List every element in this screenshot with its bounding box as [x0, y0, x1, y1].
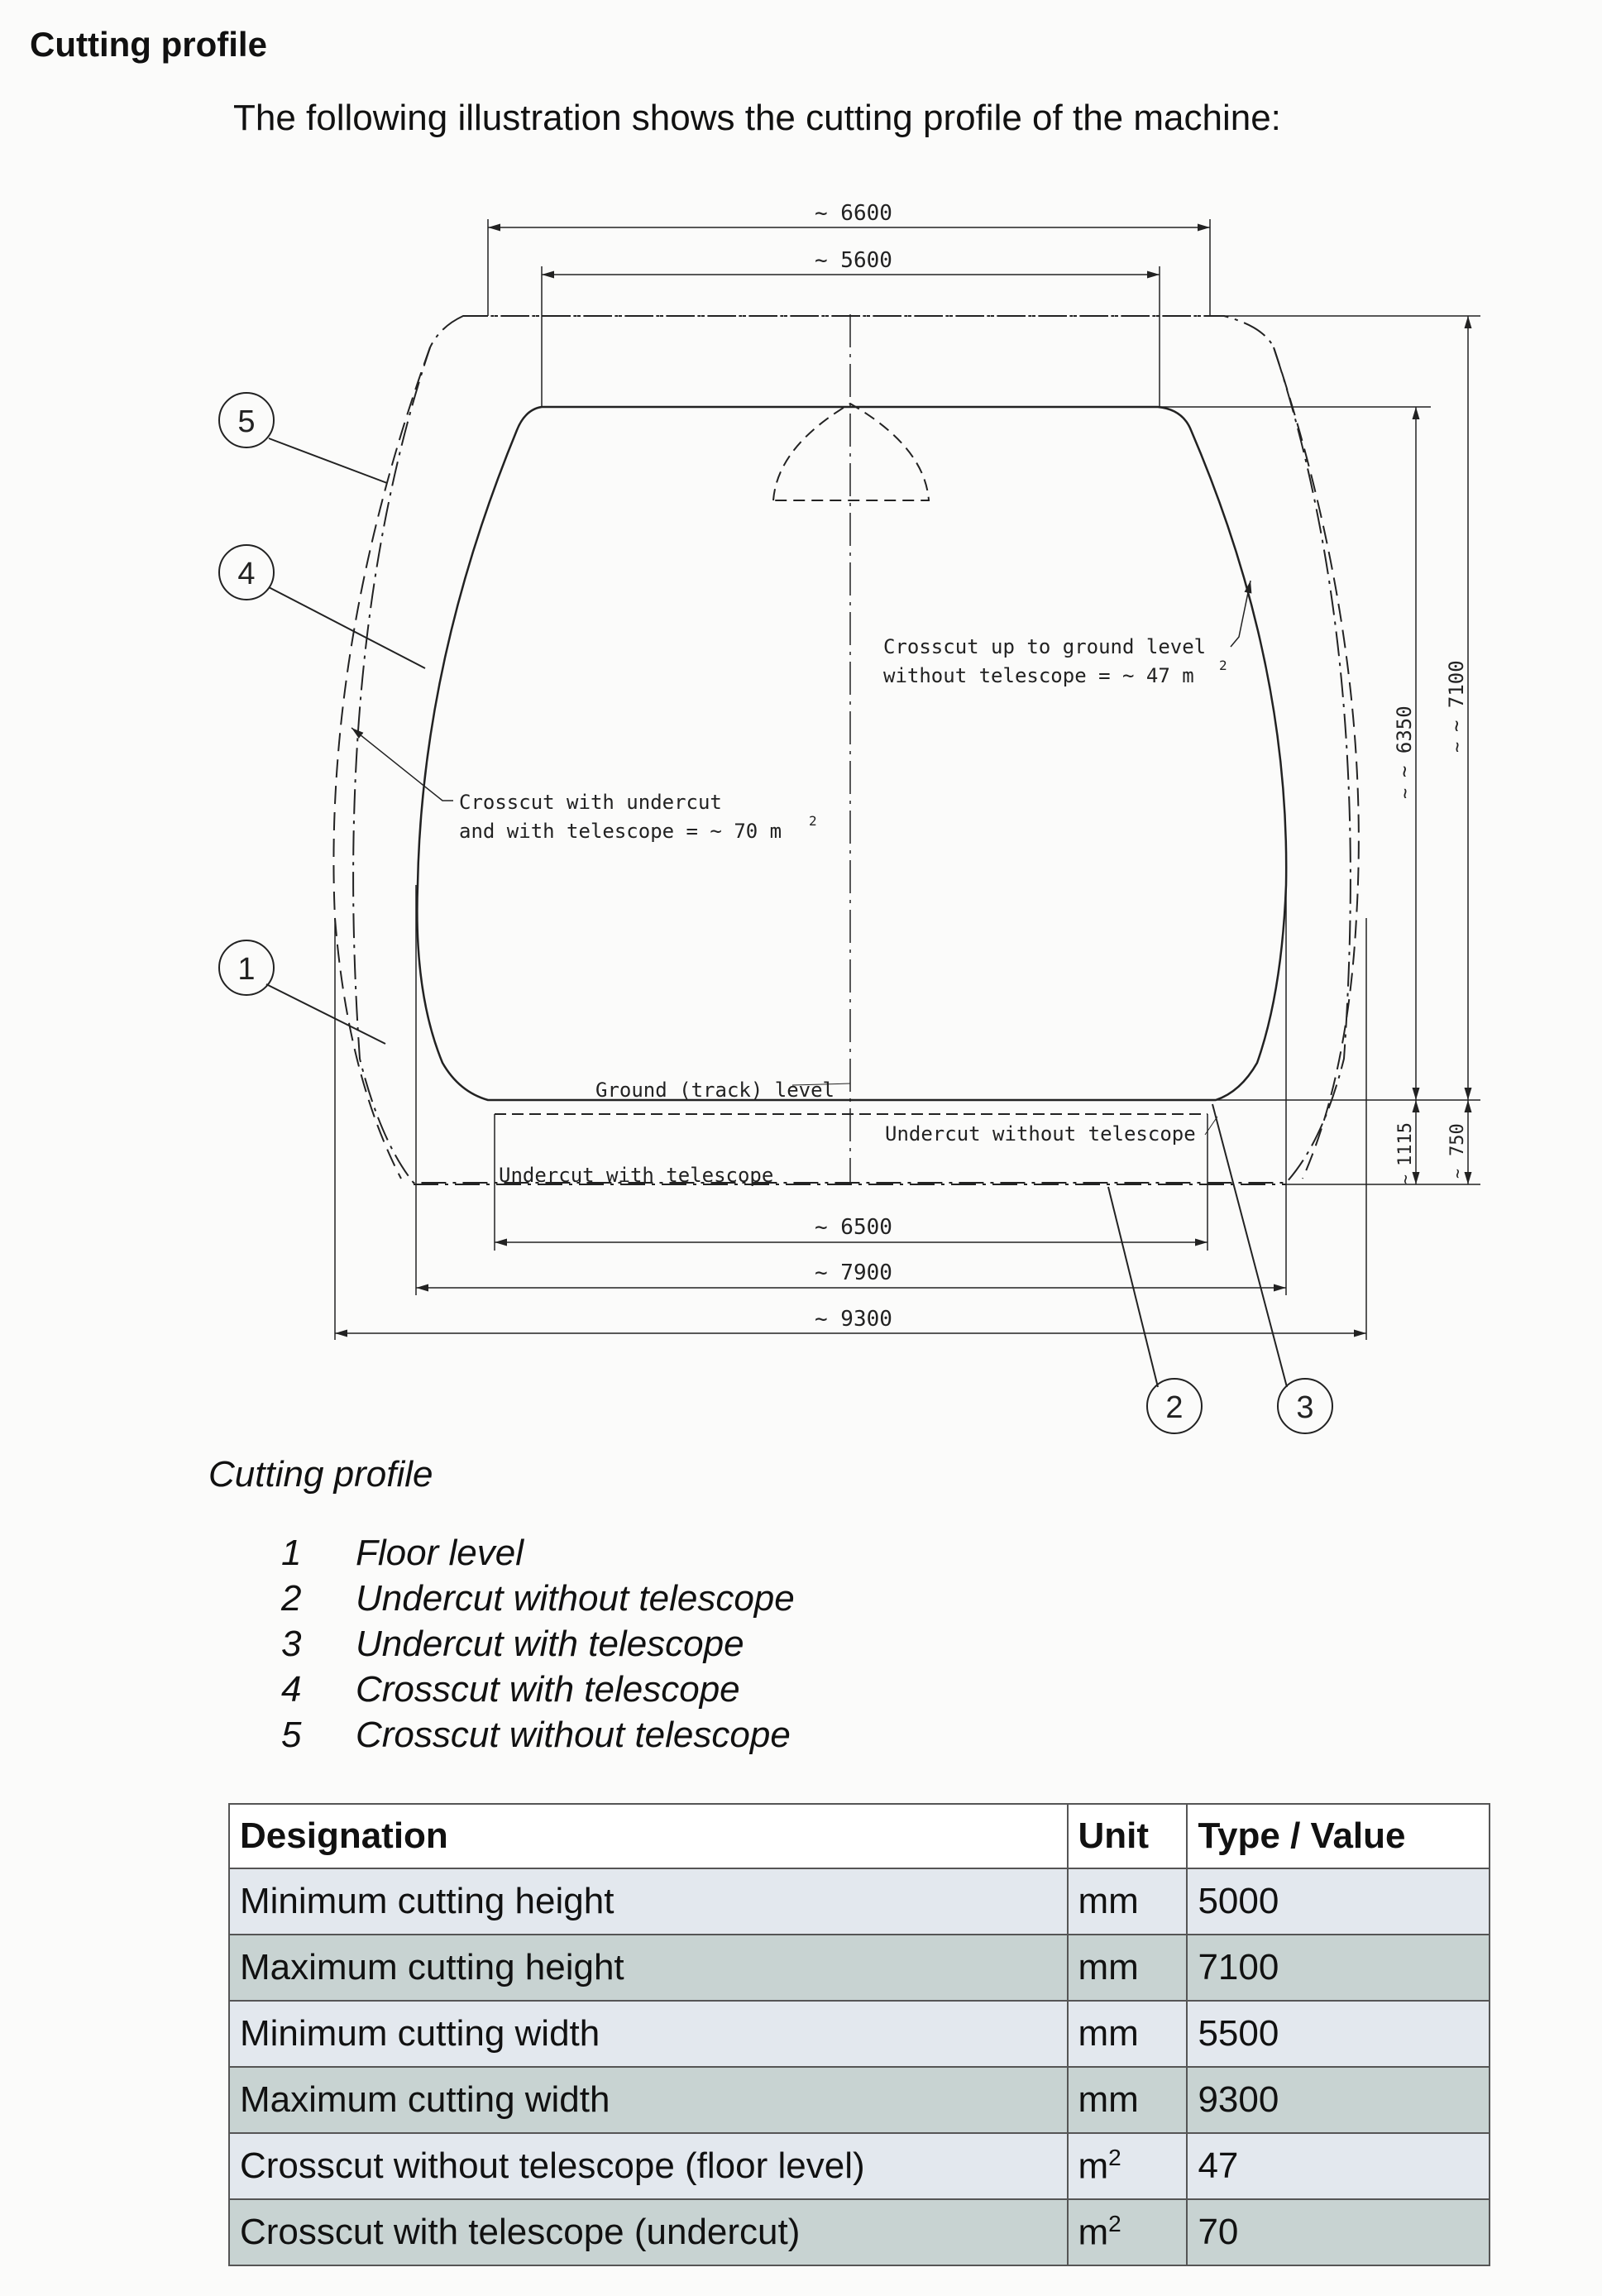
dim-5600: ~ 5600	[815, 248, 892, 273]
cell-unit: m2	[1066, 2198, 1188, 2266]
dim-750-tilde: ~	[1447, 1169, 1467, 1179]
cell-unit: mm	[1066, 1934, 1188, 2002]
dim-7100: ~ 7100	[1445, 660, 1468, 732]
legend-text: Crosscut without telescope	[356, 1715, 791, 1755]
callout-5: 5	[237, 404, 255, 439]
callout-circle-5	[218, 392, 275, 448]
legend-number: 1	[281, 1533, 302, 1573]
dim-750: 750	[1447, 1123, 1468, 1156]
cell-unit: mm	[1066, 1868, 1188, 1935]
callout-circle-3	[1277, 1378, 1333, 1434]
label-crosscut-undercut-line2: and with telescope = ~ 70 m	[459, 820, 782, 843]
unit-superscript: 2	[1108, 2211, 1121, 2237]
table-row: Maximum cutting height mm 7100	[228, 1934, 1490, 2002]
cell-value: 9300	[1186, 2066, 1490, 2134]
section-heading: Cutting profile	[30, 25, 267, 64]
profile-crosscut-without-telescope	[352, 315, 1351, 1184]
legend-number: 3	[281, 1624, 302, 1664]
header-unit: Unit	[1066, 1803, 1188, 1869]
label-crosscut-ground-line1: Crosscut up to ground level	[883, 635, 1206, 658]
table-row: Maximum cutting width mm 9300	[228, 2066, 1490, 2134]
legend-text: Crosscut with telescope	[356, 1669, 740, 1710]
table-header-row: Designation Unit Type / Value	[228, 1803, 1490, 1869]
cell-value: 70	[1186, 2198, 1490, 2266]
unit-base: m	[1078, 2212, 1109, 2253]
legend-item: 5 Crosscut without telescope	[273, 1715, 795, 1760]
callout-circle-4	[218, 544, 275, 600]
header-designation: Designation	[228, 1803, 1069, 1869]
callout-4: 4	[237, 557, 255, 591]
cell-unit: mm	[1066, 2066, 1188, 2134]
legend-item: 1 Floor level	[273, 1533, 795, 1578]
table-row: Minimum cutting width mm 5500	[228, 2000, 1490, 2068]
callout-3: 3	[1296, 1390, 1313, 1425]
dim-7900: ~ 7900	[815, 1260, 892, 1285]
callout-2: 2	[1165, 1390, 1183, 1425]
legend-number: 4	[281, 1669, 302, 1710]
dim-9300: ~ 9300	[815, 1307, 892, 1332]
table-row: Minimum cutting height mm 5000	[228, 1868, 1490, 1935]
label-undercut-without-telescope: Undercut without telescope	[885, 1122, 1196, 1146]
legend-item: 4 Crosscut with telescope	[273, 1669, 795, 1715]
cell-designation: Maximum cutting width	[228, 2066, 1069, 2134]
label-crosscut-undercut-sup: 2	[809, 813, 817, 829]
profile-crosscut-with-telescope	[416, 405, 1288, 1102]
dim-1115-tilde: ~	[1395, 1174, 1415, 1184]
label-ground-track-level: Ground (track) level	[595, 1079, 834, 1102]
dim-6350-tilde: ~	[1395, 788, 1416, 799]
legend-text: Undercut without telescope	[356, 1578, 795, 1619]
legend-item: 3 Undercut with telescope	[273, 1624, 795, 1669]
cell-designation: Minimum cutting height	[228, 1868, 1069, 1935]
cell-value: 5500	[1186, 2000, 1490, 2068]
label-crosscut-ground-line2: without telescope = ~ 47 m	[883, 664, 1194, 687]
legend-text: Undercut with telescope	[356, 1624, 744, 1664]
profile-top-dome	[772, 402, 930, 501]
callout-circle-1	[218, 940, 275, 996]
specification-table: Designation Unit Type / Value Minimum cu…	[228, 1803, 1490, 2266]
callout-1: 1	[237, 952, 255, 987]
cutting-profile-drawing: ~ 6600 ~ 5600 ~ 6500 ~ 7900 ~ 9300 ~ 635…	[218, 201, 1480, 1434]
legend-item: 2 Undercut without telescope	[273, 1578, 795, 1624]
cell-designation: Crosscut with telescope (undercut)	[228, 2198, 1069, 2266]
unit-base: m	[1078, 2145, 1109, 2187]
label-crosscut-undercut-line1: Crosscut with undercut	[459, 791, 722, 814]
cell-value: 7100	[1186, 1934, 1490, 2002]
dim-1115: 1115	[1395, 1122, 1416, 1166]
label-undercut-with-telescope: Undercut with telescope	[499, 1164, 773, 1187]
dim-6600: ~ 6600	[815, 201, 892, 226]
header-value: Type / Value	[1186, 1803, 1490, 1869]
cell-designation: Minimum cutting width	[228, 2000, 1069, 2068]
dim-7100-tilde: ~	[1447, 742, 1468, 753]
legend-list: 1 Floor level 2 Undercut without telesco…	[273, 1533, 795, 1760]
dim-6500: ~ 6500	[815, 1215, 892, 1240]
cell-unit: mm	[1066, 2000, 1188, 2068]
cell-value: 47	[1186, 2132, 1490, 2200]
cell-designation: Maximum cutting height	[228, 1934, 1069, 2002]
legend-number: 2	[281, 1578, 302, 1619]
cell-unit: m2	[1066, 2132, 1188, 2200]
label-crosscut-ground-sup: 2	[1219, 658, 1227, 673]
dim-6350: ~ 6350	[1393, 706, 1416, 777]
table-row: Crosscut with telescope (undercut) m2 70	[228, 2198, 1490, 2266]
legend-text: Floor level	[356, 1533, 524, 1573]
legend-number: 5	[281, 1715, 302, 1755]
cell-value: 5000	[1186, 1868, 1490, 1935]
intro-text: The following illustration shows the cut…	[233, 98, 1281, 138]
callout-circle-2	[1146, 1378, 1203, 1434]
unit-superscript: 2	[1108, 2145, 1121, 2171]
table-row: Crosscut without telescope (floor level)…	[228, 2132, 1490, 2200]
profile-floor-level	[332, 347, 1360, 1179]
figure-caption: Cutting profile	[208, 1454, 433, 1495]
cell-designation: Crosscut without telescope (floor level)	[228, 2132, 1069, 2200]
